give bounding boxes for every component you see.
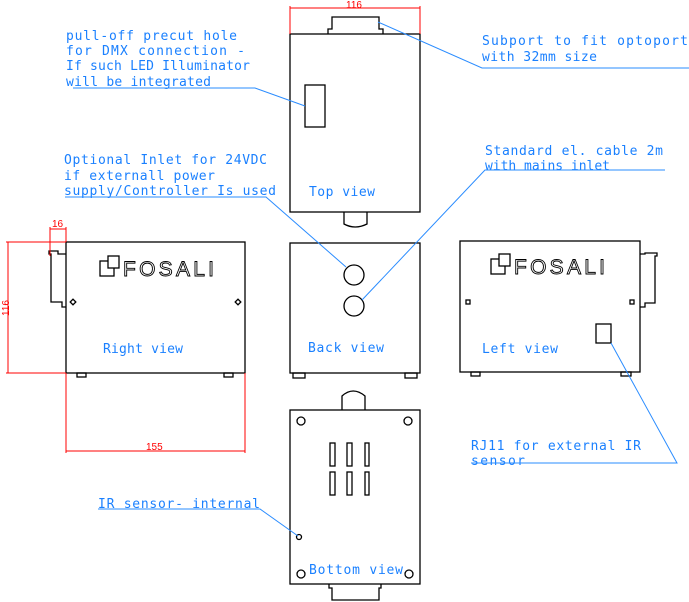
leader-line [65, 196, 347, 268]
side-bracket [48, 250, 66, 308]
bracket-depth-dimension: 16 [52, 219, 64, 230]
top-view-label: Top view [309, 185, 375, 200]
logo-square [498, 253, 511, 267]
mounting-hole [404, 569, 414, 579]
vent-slot [364, 442, 370, 467]
note-line: Subport to fit optoport [482, 34, 688, 49]
mounting-hole [403, 416, 413, 426]
vent-slot [364, 471, 370, 496]
logo-text: FOSALI [514, 256, 606, 279]
logo-square [107, 255, 120, 269]
leader-line [471, 342, 678, 464]
note-line: if externall power [64, 169, 215, 184]
foot [470, 371, 481, 377]
bottom-view-label: Bottom view [309, 563, 403, 578]
logo-text: FOSALI [123, 258, 215, 281]
note-line: Optional Inlet for 24VDC [64, 153, 267, 168]
vent-slot [329, 442, 336, 467]
right-view-label: Right view [103, 342, 183, 357]
fosali-logo: FOSALI [99, 255, 215, 281]
note-line: sensor [471, 454, 525, 469]
note-line: supply/Controller Is used [64, 184, 276, 199]
fosali-logo: FOSALI [490, 253, 606, 279]
vent-slots [329, 442, 370, 496]
note-line: for DMX connection - [66, 44, 245, 59]
note-line: will be integrated [66, 75, 211, 90]
back-view-label: Back view [308, 341, 384, 356]
optoport-subport [327, 16, 384, 34]
bottom-view: Bottom view [289, 390, 421, 601]
note-ir-sensor: IR sensor- internal [98, 497, 299, 537]
top-view: Top view 116 [289, 0, 421, 228]
leader-line [73, 87, 306, 107]
top-view-body [289, 33, 421, 213]
right-view: FOSALI Right view 16 116 155 [1, 219, 246, 453]
note-line: pull-off precut hole [66, 29, 237, 44]
note-subport: Subport to fit optoport with 32mm size [377, 21, 689, 69]
rj11-port [595, 323, 612, 344]
dc-inlet [343, 264, 365, 286]
screw [234, 298, 242, 306]
foot [76, 372, 87, 378]
left-view: FOSALI Left view [459, 240, 658, 377]
foot [620, 371, 632, 377]
leader-line [98, 508, 299, 537]
optoport-bump [341, 390, 366, 410]
note-cable: Standard el. cable 2m with mains inlet [361, 144, 665, 301]
leader-line [377, 21, 689, 69]
note-inlet: Optional Inlet for 24VDC if externall po… [64, 153, 347, 268]
leader-line [361, 169, 665, 301]
screw [629, 299, 635, 305]
mounting-hole [296, 416, 306, 426]
screw [465, 299, 471, 305]
right-view-body [65, 241, 246, 374]
note-line: IR sensor- internal [98, 497, 260, 512]
left-view-label: Left view [482, 342, 558, 357]
back-view: Back view [289, 242, 421, 379]
back-view-body [289, 242, 421, 374]
note-line: with 32mm size [482, 50, 597, 65]
screw [69, 298, 77, 306]
note-rj11: RJ11 for external IR sensor [471, 342, 678, 469]
vent-slot [346, 442, 353, 467]
side-bracket [640, 252, 658, 308]
note-line: RJ11 for external IR [471, 439, 641, 454]
note-dmx: pull-off precut hole for DMX connection … [66, 29, 306, 107]
cable-gland [343, 212, 368, 228]
foot [292, 372, 306, 379]
foot [223, 372, 234, 378]
dmx-precut-hole [304, 84, 326, 128]
right-length-dimension: 155 [146, 442, 163, 453]
bottom-view-body [289, 409, 421, 585]
mounting-hole [296, 569, 306, 579]
top-width-dimension: 116 [346, 0, 362, 11]
vent-slot [346, 471, 353, 496]
note-line: with mains inlet [485, 159, 610, 174]
mains-cable-inlet [343, 295, 365, 317]
foot [404, 372, 418, 379]
vent-slot [329, 471, 336, 496]
ir-sensor [295, 533, 303, 541]
right-height-dimension: 116 [1, 300, 12, 316]
note-line: Standard el. cable 2m [485, 144, 663, 159]
cable-gland [328, 584, 382, 601]
note-line: If such LED Illuminator [66, 59, 250, 74]
